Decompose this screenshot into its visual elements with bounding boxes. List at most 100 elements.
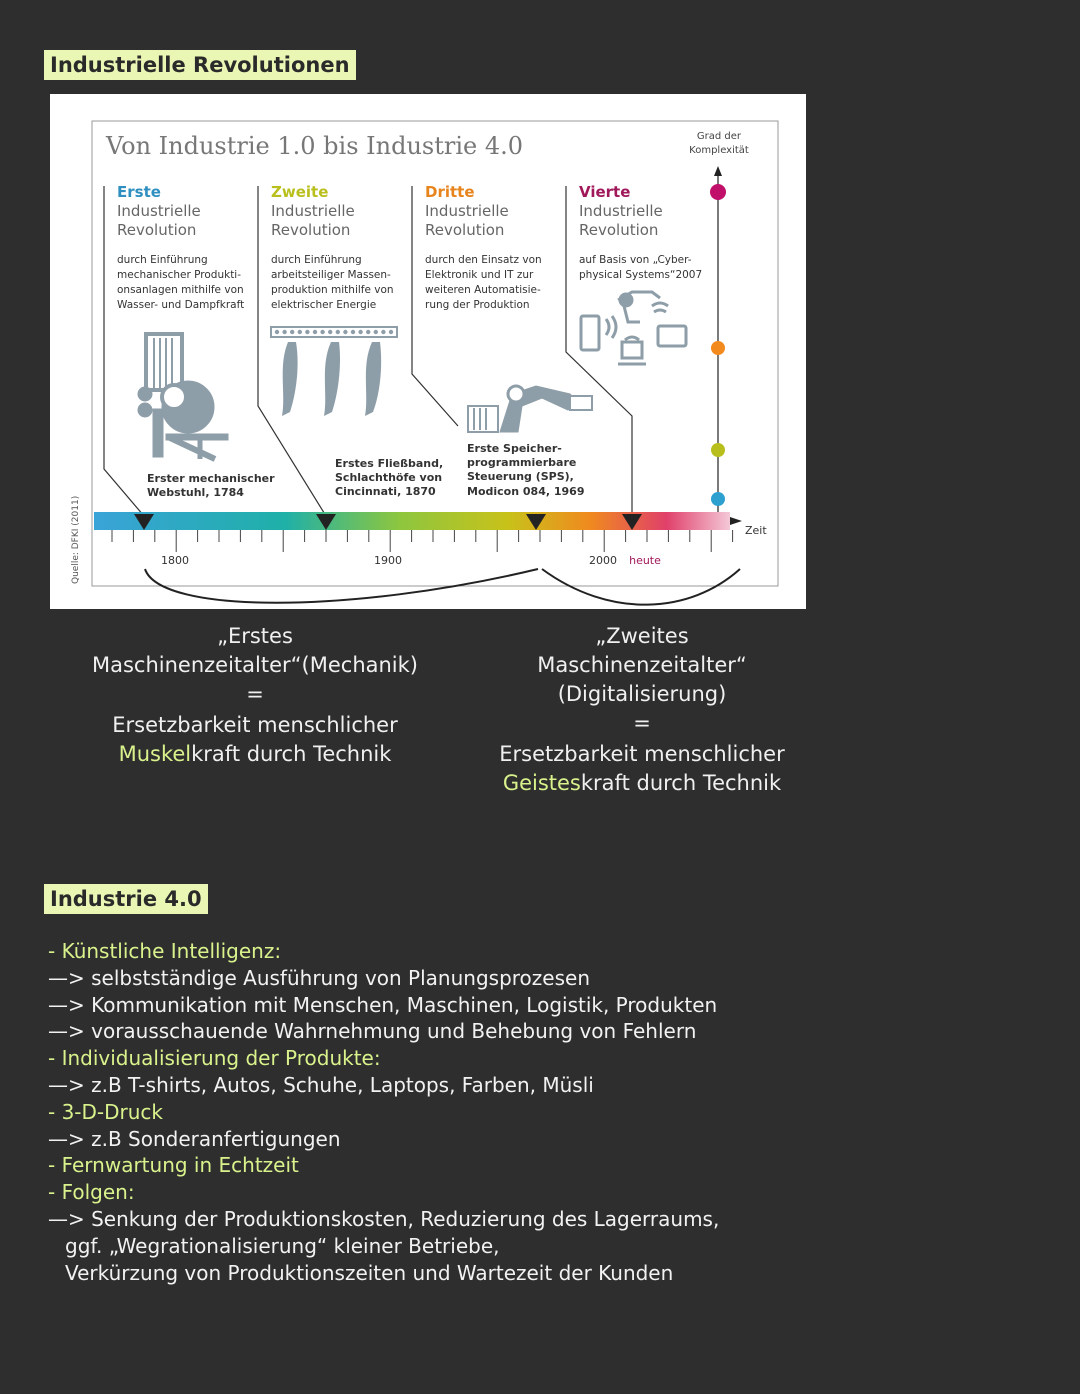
conveyor-dot [350, 329, 356, 335]
industrie40-notes: - Künstliche Intelligenz:—> selbstständi… [48, 938, 1048, 1286]
milestone-3-line1: Erste Speicher- [467, 442, 562, 455]
rev4-ordinal: Vierte [579, 183, 630, 201]
era-second-line2: Maschinenzeitalter“ (Digitalisierung) [537, 653, 747, 706]
rev1-desc-3: onsanlagen mithilfe von [117, 284, 244, 296]
era-first-accent: Muskel [118, 742, 192, 766]
note-item: —> z.B Sonderanfertigungen [48, 1126, 341, 1151]
note-item: —> Senkung der Produktionskosten, Reduzi… [48, 1206, 720, 1231]
rev1-desc-2: mechanischer Produkti- [117, 269, 241, 281]
rev3-desc-1: durch den Einsatz von [425, 254, 542, 266]
time-axis-arrow [730, 517, 742, 525]
rev1-desc-4: Wasser- und Dampfkraft [117, 299, 244, 311]
figure-source: Quelle: DFKI (2011) [71, 496, 81, 584]
complexity-dot-4 [710, 184, 726, 200]
note-heading: - Individualisierung der Produkte: [48, 1046, 381, 1071]
rev1-ordinal: Erste [117, 183, 161, 201]
industry-timeline-figure: Quelle: DFKI (2011) Von Industrie 1.0 bi… [50, 94, 806, 609]
figure-frame [91, 120, 779, 587]
rev2-line3: Revolution [271, 221, 350, 239]
conveyor-dot [343, 329, 348, 335]
milestone-marker-1969 [526, 514, 546, 530]
era-first-line2: Maschinenzeitalter“(Mechanik) [92, 653, 418, 677]
rev1-desc-1: durch Einführung [117, 254, 208, 266]
era-second-line1: „Zweites [595, 624, 689, 648]
milestone-2-line2: Schlachthöfe von [335, 471, 442, 484]
note-heading: - Folgen: [48, 1180, 135, 1205]
rev3-desc-3: weiteren Automatisie- [425, 284, 541, 296]
section-title-industrie40: Industrie 4.0 [44, 884, 208, 914]
note-item: —> Kommunikation mit Menschen, Maschinen… [48, 992, 718, 1017]
conveyor-dot [274, 329, 280, 335]
milestone-3-line2: programmierbare [467, 456, 576, 469]
conveyor-dot [290, 329, 295, 335]
complexity-dot-1 [711, 492, 725, 506]
complexity-axis-arrow [714, 166, 722, 176]
tick-label-1900: 1900 [374, 554, 402, 567]
era-second-caption: „Zweites Maschinenzeitalter“ (Digitalisi… [452, 622, 832, 798]
milestone-markers [134, 514, 642, 530]
era-first-line3: Ersetzbarkeit menschlicher [112, 713, 398, 737]
tick-label-heute: heute [629, 554, 661, 567]
conveyor-dot [312, 329, 318, 335]
milestone-marker-1784 [134, 514, 154, 530]
milestone-3-line4: Modicon 084, 1969 [467, 485, 584, 498]
era-first-line4: Muskelkraft durch Technik [90, 740, 420, 769]
conveyor-dot [366, 329, 371, 335]
x-axis-label: Zeit [745, 524, 767, 537]
rev4-desc-2: physical Systems“2007 [579, 269, 702, 281]
conveyor-dot [335, 329, 340, 335]
conveyor-dot [320, 329, 325, 335]
rev4-desc-1: auf Basis von „Cyber- [579, 254, 692, 266]
note-item: —> z.B T-shirts, Autos, Schuhe, Laptops,… [48, 1072, 594, 1097]
era-second-line3: Ersetzbarkeit menschlicher [499, 742, 785, 766]
rev2-desc-4: elektrischer Energie [271, 299, 376, 311]
rev3-desc-4: rung der Produktion [425, 299, 530, 311]
note-item: ggf. „Wegrationalisierung“ kleiner Betri… [65, 1233, 500, 1258]
rev3-desc-2: Elektronik und IT zur [425, 269, 534, 281]
era-second-rest: kraft durch Technik [580, 771, 782, 795]
era-second-accent: Geistes [502, 771, 581, 795]
conveyor-icon [270, 326, 398, 416]
era-first-caption: „Erstes Maschinenzeitalter“(Mechanik) = … [90, 622, 420, 769]
rev2-desc-2: arbeitsteiliger Massen- [271, 269, 391, 281]
rev3-line2: Industrielle [425, 202, 509, 220]
rev4-line3: Revolution [579, 221, 658, 239]
rev2-desc-1: durch Einführung [271, 254, 362, 266]
milestone-2-line1: Erstes Fließband, [335, 457, 443, 470]
rev2-bracket [257, 186, 327, 517]
era-first-rest: kraft durch Technik [191, 742, 392, 766]
complexity-dot-3 [711, 341, 725, 355]
brace-first-age [144, 568, 539, 604]
milestone-3-line3: Steuerung (SPS), [467, 470, 574, 483]
conveyor-dot [328, 329, 333, 335]
cyber-physical-icon [579, 290, 688, 366]
rev3-ordinal: Dritte [425, 183, 475, 201]
brace-second-age [541, 568, 741, 606]
rev1-line3: Revolution [117, 221, 196, 239]
milestone-marker-2007 [622, 514, 642, 530]
era-second-line4: Geisteskraft durch Technik [452, 769, 832, 798]
tick-label-2000: 2000 [589, 554, 617, 567]
note-heading: - Fernwartung in Echtzeit [48, 1153, 299, 1178]
rev1-line2: Industrielle [117, 202, 201, 220]
conveyor-dot [282, 329, 287, 335]
era-first-line1: „Erstes [217, 624, 293, 648]
conveyor-dot [388, 329, 394, 335]
timeline-ticks [111, 530, 734, 552]
note-item: —> vorausschauende Wahrnehmung und Beheb… [48, 1019, 697, 1044]
rev2-ordinal: Zweite [271, 183, 328, 201]
rev1-bracket [103, 186, 145, 517]
rev4-bracket [565, 186, 633, 516]
milestone-1-line2: Webstuhl, 1784 [147, 486, 244, 499]
rev2-desc-3: produktion mithilfe von [271, 284, 394, 296]
note-heading: - 3-D-Druck [48, 1099, 164, 1124]
section-title-revolutionen: Industrielle Revolutionen [44, 50, 356, 80]
rev3-line3: Revolution [425, 221, 504, 239]
conveyor-dot [358, 329, 363, 335]
y-axis-label-2: Komplexität [689, 145, 749, 156]
conveyor-dot [297, 329, 302, 335]
note-heading: - Künstliche Intelligenz: [48, 939, 282, 963]
rev3-bracket [411, 186, 459, 427]
era-second-equals: = [633, 711, 651, 735]
era-first-equals: = [246, 682, 264, 706]
